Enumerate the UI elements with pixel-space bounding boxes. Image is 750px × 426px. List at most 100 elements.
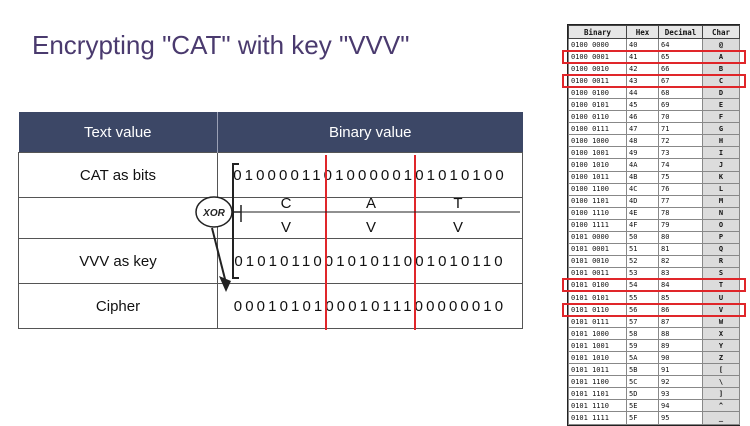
ascii-hex: 45 — [626, 98, 659, 112]
ascii-decimal: 77 — [658, 194, 703, 208]
ascii-decimal: 95 — [658, 411, 703, 425]
ascii-decimal: 88 — [658, 327, 703, 341]
ascii-binary: 0101 1001 — [568, 339, 627, 353]
row-cat-bits: CAT as bits 010000110100000101010100 — [18, 152, 523, 198]
ascii-highlight-box — [561, 302, 746, 317]
ascii-char: V — [702, 303, 740, 317]
ascii-binary: 0100 1000 — [568, 134, 627, 148]
ascii-binary: 0100 1111 — [568, 218, 627, 232]
ascii-char: Y — [702, 339, 740, 353]
ascii-hex: 5B — [626, 363, 659, 377]
ascii-char: S — [702, 266, 740, 280]
ascii-hex: 4B — [626, 170, 659, 184]
ascii-binary: 0101 1011 — [568, 363, 627, 377]
ascii-decimal: 93 — [658, 387, 703, 401]
ascii-decimal: 74 — [658, 158, 703, 172]
row-label: CAT as bits — [18, 152, 218, 198]
header-binary-value: Binary value — [217, 112, 523, 153]
ascii-char: W — [702, 315, 740, 329]
ascii-highlight-box — [561, 49, 746, 64]
ascii-char: N — [702, 206, 740, 220]
ascii-header: Binary Hex Decimal Char — [568, 25, 740, 39]
ascii-decimal: 89 — [658, 339, 703, 353]
ascii-header-hex: Hex — [626, 25, 659, 39]
bits-byte-3: 01010110 — [415, 252, 506, 270]
ascii-binary: 0101 0111 — [568, 315, 627, 329]
ascii-hex: 50 — [626, 230, 659, 244]
ascii-decimal: 71 — [658, 122, 703, 136]
bits-byte-3: 01010100 — [415, 166, 507, 184]
ascii-decimal: 70 — [658, 110, 703, 124]
row-bits: 010101100101011001010110 — [217, 238, 523, 284]
bits-byte-1: 01000011 — [233, 166, 324, 184]
row-bits: 010000110100000101010100 — [217, 152, 523, 198]
ascii-decimal: 90 — [658, 351, 703, 365]
page-title: Encrypting "CAT" with key "VVV" — [32, 30, 410, 60]
ascii-binary: 0100 0111 — [568, 122, 627, 136]
ascii-binary: 0101 0001 — [568, 242, 627, 256]
ascii-decimal: 80 — [658, 230, 703, 244]
ascii-hex: 4A — [626, 158, 659, 172]
ascii-char: _ — [702, 411, 740, 425]
ascii-char: @ — [702, 37, 740, 52]
ascii-decimal: 82 — [658, 254, 703, 268]
ascii-char: E — [702, 98, 740, 112]
ascii-char: G — [702, 122, 740, 136]
ascii-decimal: 73 — [658, 146, 703, 160]
ascii-binary: 0101 1010 — [568, 351, 627, 365]
xor-table: Text value Binary value CAT as bits 0100… — [18, 112, 523, 329]
ascii-binary: 0100 1101 — [568, 194, 627, 208]
row-letter-pairs — [217, 197, 523, 239]
ascii-header-binary: Binary — [568, 25, 627, 39]
ascii-binary: 0101 1111 — [568, 411, 627, 425]
ascii-hex: 46 — [626, 110, 659, 124]
row-cipher: Cipher 000101010001011100000010 — [18, 283, 523, 329]
bits-byte-2: 00010111 — [325, 297, 415, 315]
ascii-decimal: 81 — [658, 242, 703, 256]
ascii-hex: 51 — [626, 242, 659, 256]
ascii-hex: 4F — [626, 218, 659, 232]
row-vvv-key: VVV as key 010101100101011001010110 — [18, 238, 523, 284]
ascii-char: L — [702, 182, 740, 196]
ascii-hex: 57 — [626, 315, 659, 329]
ascii-decimal: 69 — [658, 98, 703, 112]
ascii-binary: 0100 1011 — [568, 170, 627, 184]
ascii-char: M — [702, 194, 740, 208]
ascii-char: H — [702, 134, 740, 148]
ascii-decimal: 78 — [658, 206, 703, 220]
row-label — [18, 197, 218, 239]
ascii-decimal: 75 — [658, 170, 703, 184]
bits-byte-2: 01010110 — [324, 252, 416, 270]
ascii-binary: 0101 0000 — [568, 230, 627, 244]
ascii-char: I — [702, 146, 740, 160]
ascii-char: Q — [702, 242, 740, 256]
ascii-highlight-box — [561, 278, 746, 293]
ascii-hex: 47 — [626, 122, 659, 136]
ascii-hex: 59 — [626, 339, 659, 353]
header-text-value: Text value — [18, 112, 218, 153]
ascii-char: Z — [702, 351, 740, 365]
ascii-header-char: Char — [702, 25, 740, 39]
ascii-char: J — [702, 158, 740, 172]
ascii-hex: 5E — [626, 399, 659, 413]
